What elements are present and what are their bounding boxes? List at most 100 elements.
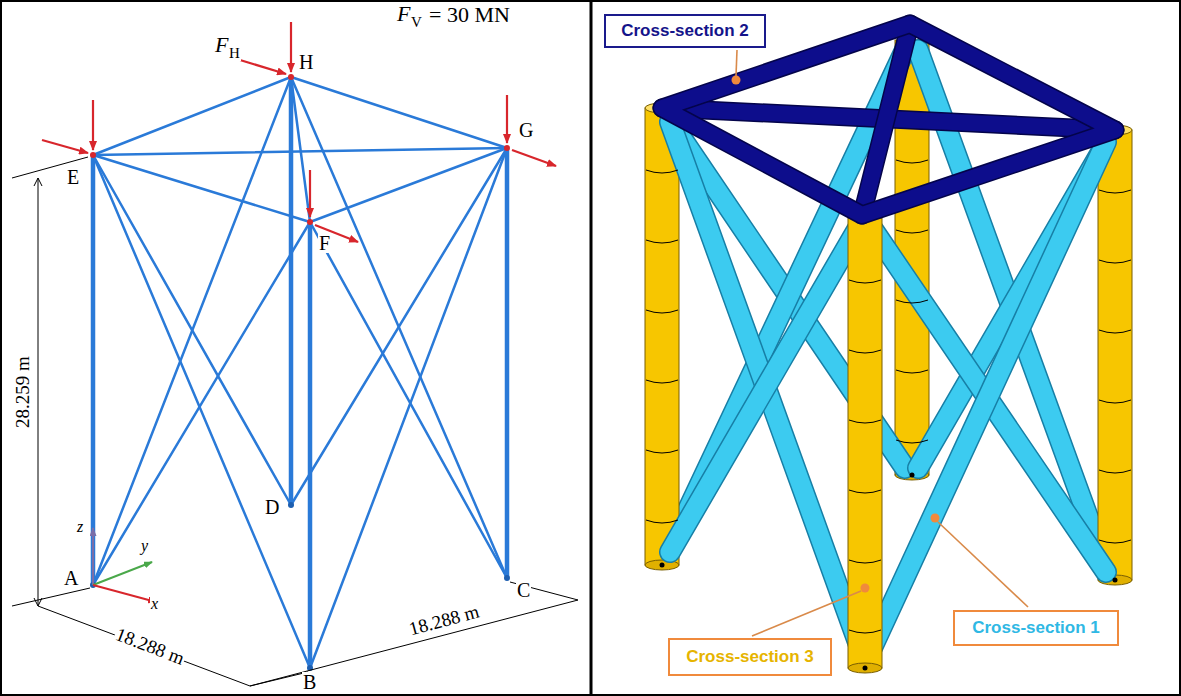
mesh-tick xyxy=(849,280,881,633)
callout-box: Cross-section 1 xyxy=(953,610,1119,646)
mesh-tick xyxy=(1099,190,1131,543)
joint-dot xyxy=(504,145,510,151)
dimension-lines xyxy=(12,157,578,686)
force-value: = 30 MN xyxy=(428,4,511,26)
node-letter: C xyxy=(516,580,531,600)
dimension-line xyxy=(38,178,39,606)
beam-outline xyxy=(862,24,910,215)
brace-outline xyxy=(872,142,1106,648)
column-body xyxy=(1098,130,1132,580)
callout-box: Cross-section 3 xyxy=(668,638,832,676)
axis-label: y xyxy=(140,538,149,554)
brace-outline xyxy=(670,228,858,552)
dimension-label: 18.288 m xyxy=(112,624,188,668)
vertical-load xyxy=(506,95,508,143)
node-letter: D xyxy=(264,497,280,517)
brace-line xyxy=(93,222,310,585)
brace-line xyxy=(93,155,310,668)
truss-wireframe xyxy=(93,77,507,668)
top-beam xyxy=(291,77,507,148)
leader-line xyxy=(736,50,737,76)
support-dot xyxy=(1113,578,1118,583)
support-dot xyxy=(910,473,915,478)
callout-text: Cross-section 3 xyxy=(686,647,814,667)
axis-label: z xyxy=(76,519,84,535)
brace-member xyxy=(670,228,858,552)
joint-dot xyxy=(504,575,510,581)
top-frame xyxy=(662,24,1115,215)
brace-member xyxy=(872,142,1106,648)
dimension-label: 28.259 m xyxy=(13,355,32,429)
brace-line xyxy=(310,222,507,578)
top-beam xyxy=(93,155,310,222)
dimension-tick xyxy=(34,598,42,606)
leg-line xyxy=(308,222,313,668)
column-body xyxy=(645,108,679,565)
node-letter: F xyxy=(318,233,331,253)
column-right xyxy=(1098,125,1132,585)
joint-dot xyxy=(90,152,96,158)
column-left xyxy=(645,103,679,570)
brace-line xyxy=(310,148,507,668)
top-beam xyxy=(93,77,291,155)
leader-dot xyxy=(732,76,741,85)
column-end xyxy=(848,663,882,673)
node-letter: E xyxy=(66,167,80,187)
column-body xyxy=(848,218,882,668)
callout-text: Cross-section 1 xyxy=(972,618,1100,638)
dimension-label: 18.288 m xyxy=(406,601,482,638)
node-letter: G xyxy=(518,120,534,140)
mesh-tick xyxy=(646,170,678,523)
callout-box: Cross-section 2 xyxy=(604,14,766,48)
mesh-ticks xyxy=(646,160,1131,633)
vertical-load xyxy=(290,22,292,72)
beam-member xyxy=(662,24,1115,215)
mesh-tick xyxy=(896,160,928,443)
support-dot xyxy=(863,666,868,671)
leader-dot xyxy=(861,584,870,593)
horizontal-load xyxy=(240,60,286,74)
horizontal-load xyxy=(42,140,88,153)
leg-line xyxy=(289,77,294,505)
node-letter: H xyxy=(298,52,314,72)
z-axis xyxy=(92,528,94,585)
brace-line xyxy=(291,148,507,505)
beam-outline xyxy=(662,24,1115,215)
leader-line xyxy=(938,522,1028,607)
force-subscript: V xyxy=(410,15,423,30)
leader-line xyxy=(752,591,861,636)
leader-dot xyxy=(931,514,940,523)
joint-dots xyxy=(90,74,510,671)
dimension-tick xyxy=(34,178,42,186)
leg-line xyxy=(91,155,96,585)
support-dot xyxy=(660,563,665,568)
load-arrows xyxy=(42,22,556,242)
joint-dot xyxy=(288,502,294,508)
leader-lines xyxy=(736,50,1028,636)
vertical-load xyxy=(309,170,311,217)
x-axis xyxy=(93,585,156,602)
column-front xyxy=(848,218,882,673)
top-beam xyxy=(291,77,310,222)
dimension-line xyxy=(250,600,578,686)
leader-dots xyxy=(732,76,940,593)
dimension-line xyxy=(38,606,250,686)
panel-divider xyxy=(590,0,593,696)
vertical-load xyxy=(92,100,94,150)
force-subscript: H xyxy=(228,46,241,61)
extension-line xyxy=(12,588,90,606)
beam-member xyxy=(862,24,910,215)
node-letter: A xyxy=(63,568,79,588)
axis-label: x xyxy=(150,596,159,612)
leg-line xyxy=(505,148,510,578)
joint-dot xyxy=(307,219,313,225)
callout-text: Cross-section 2 xyxy=(621,21,749,41)
top-beam xyxy=(310,148,507,222)
joint-dot xyxy=(288,74,294,80)
y-axis xyxy=(93,562,152,585)
horizontal-load xyxy=(512,150,556,166)
node-letter: B xyxy=(302,672,317,692)
